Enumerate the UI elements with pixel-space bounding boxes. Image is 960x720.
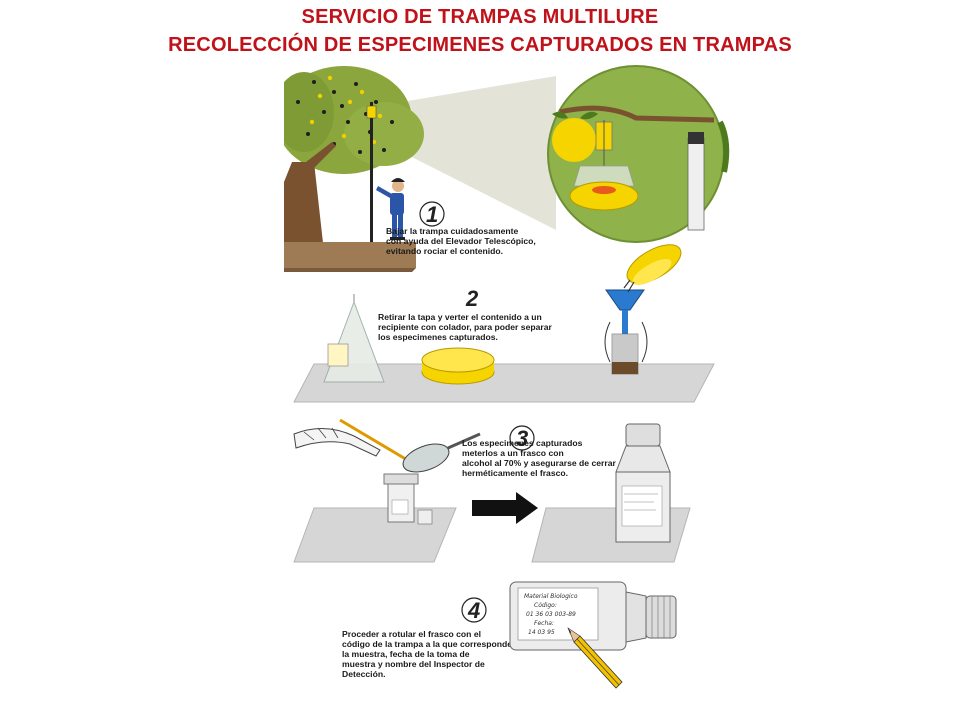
step4-text: Proceder a rotular el frasco con el códi…	[342, 629, 514, 679]
step1-number: 1	[426, 202, 438, 227]
table-surface	[293, 363, 715, 403]
trap-zoom-circle	[547, 65, 730, 243]
svg-text:Código:: Código:	[534, 602, 557, 609]
telescopic-pole-icon	[370, 102, 373, 242]
step3-scene: 3 Los especimenes capturados meterlos a …	[293, 418, 691, 563]
inspector-person-icon	[376, 178, 405, 240]
fruit-icon	[552, 118, 596, 162]
step2-scene: 2 Retirar la tapa y verter el contenido …	[293, 244, 715, 403]
slide-title: SERVICIO DE TRAMPAS MULTILURE	[301, 6, 659, 28]
step2-number: 2	[465, 286, 479, 311]
tree-icon	[284, 66, 424, 252]
strainer-funnel-icon	[604, 289, 648, 375]
step2-text: Retirar la tapa y verter el contenido a …	[378, 312, 554, 342]
svg-text:01 36 03 003-89: 01 36 03 003-89	[526, 611, 576, 618]
slide-subtitle: RECOLECCIÓN DE ESPECIMENES CAPTURADOS EN…	[168, 34, 792, 56]
step3-number: 3	[516, 426, 528, 451]
svg-text:Material Biologico: Material Biologico	[524, 593, 578, 600]
specimen-jar-small	[383, 473, 433, 525]
step1-text: Bajar la trampa cuidadosamente con ayuda…	[386, 226, 538, 256]
svg-text:Fecha:: Fecha:	[534, 620, 554, 627]
hand-tweezers-icon	[293, 418, 415, 466]
step4-number: 4	[467, 598, 480, 623]
trap-icon	[569, 181, 639, 211]
pencil-icon	[567, 627, 623, 689]
ground	[284, 242, 416, 268]
step4-scene: 4 Proceder a rotular el frasco con el có…	[342, 581, 677, 689]
step3-text: Los especimenes capturados meterlos a un…	[462, 438, 618, 478]
strainer-icon	[402, 432, 481, 473]
specimen-jar-large	[615, 423, 671, 543]
pouring-trap-icon	[623, 244, 682, 293]
svg-text:14 03 95: 14 03 95	[528, 629, 555, 636]
step1-scene: 1 Bajar la trampa cuidadosamente con ayu…	[284, 65, 730, 272]
labeled-jar-icon: Material Biologico Código: 01 36 03 003-…	[509, 581, 677, 651]
jar-label	[517, 587, 599, 641]
arrow-right-icon	[472, 492, 538, 524]
trap-collection-illustration: 1 Bajar la trampa cuidadosamente con ayu…	[284, 62, 730, 690]
